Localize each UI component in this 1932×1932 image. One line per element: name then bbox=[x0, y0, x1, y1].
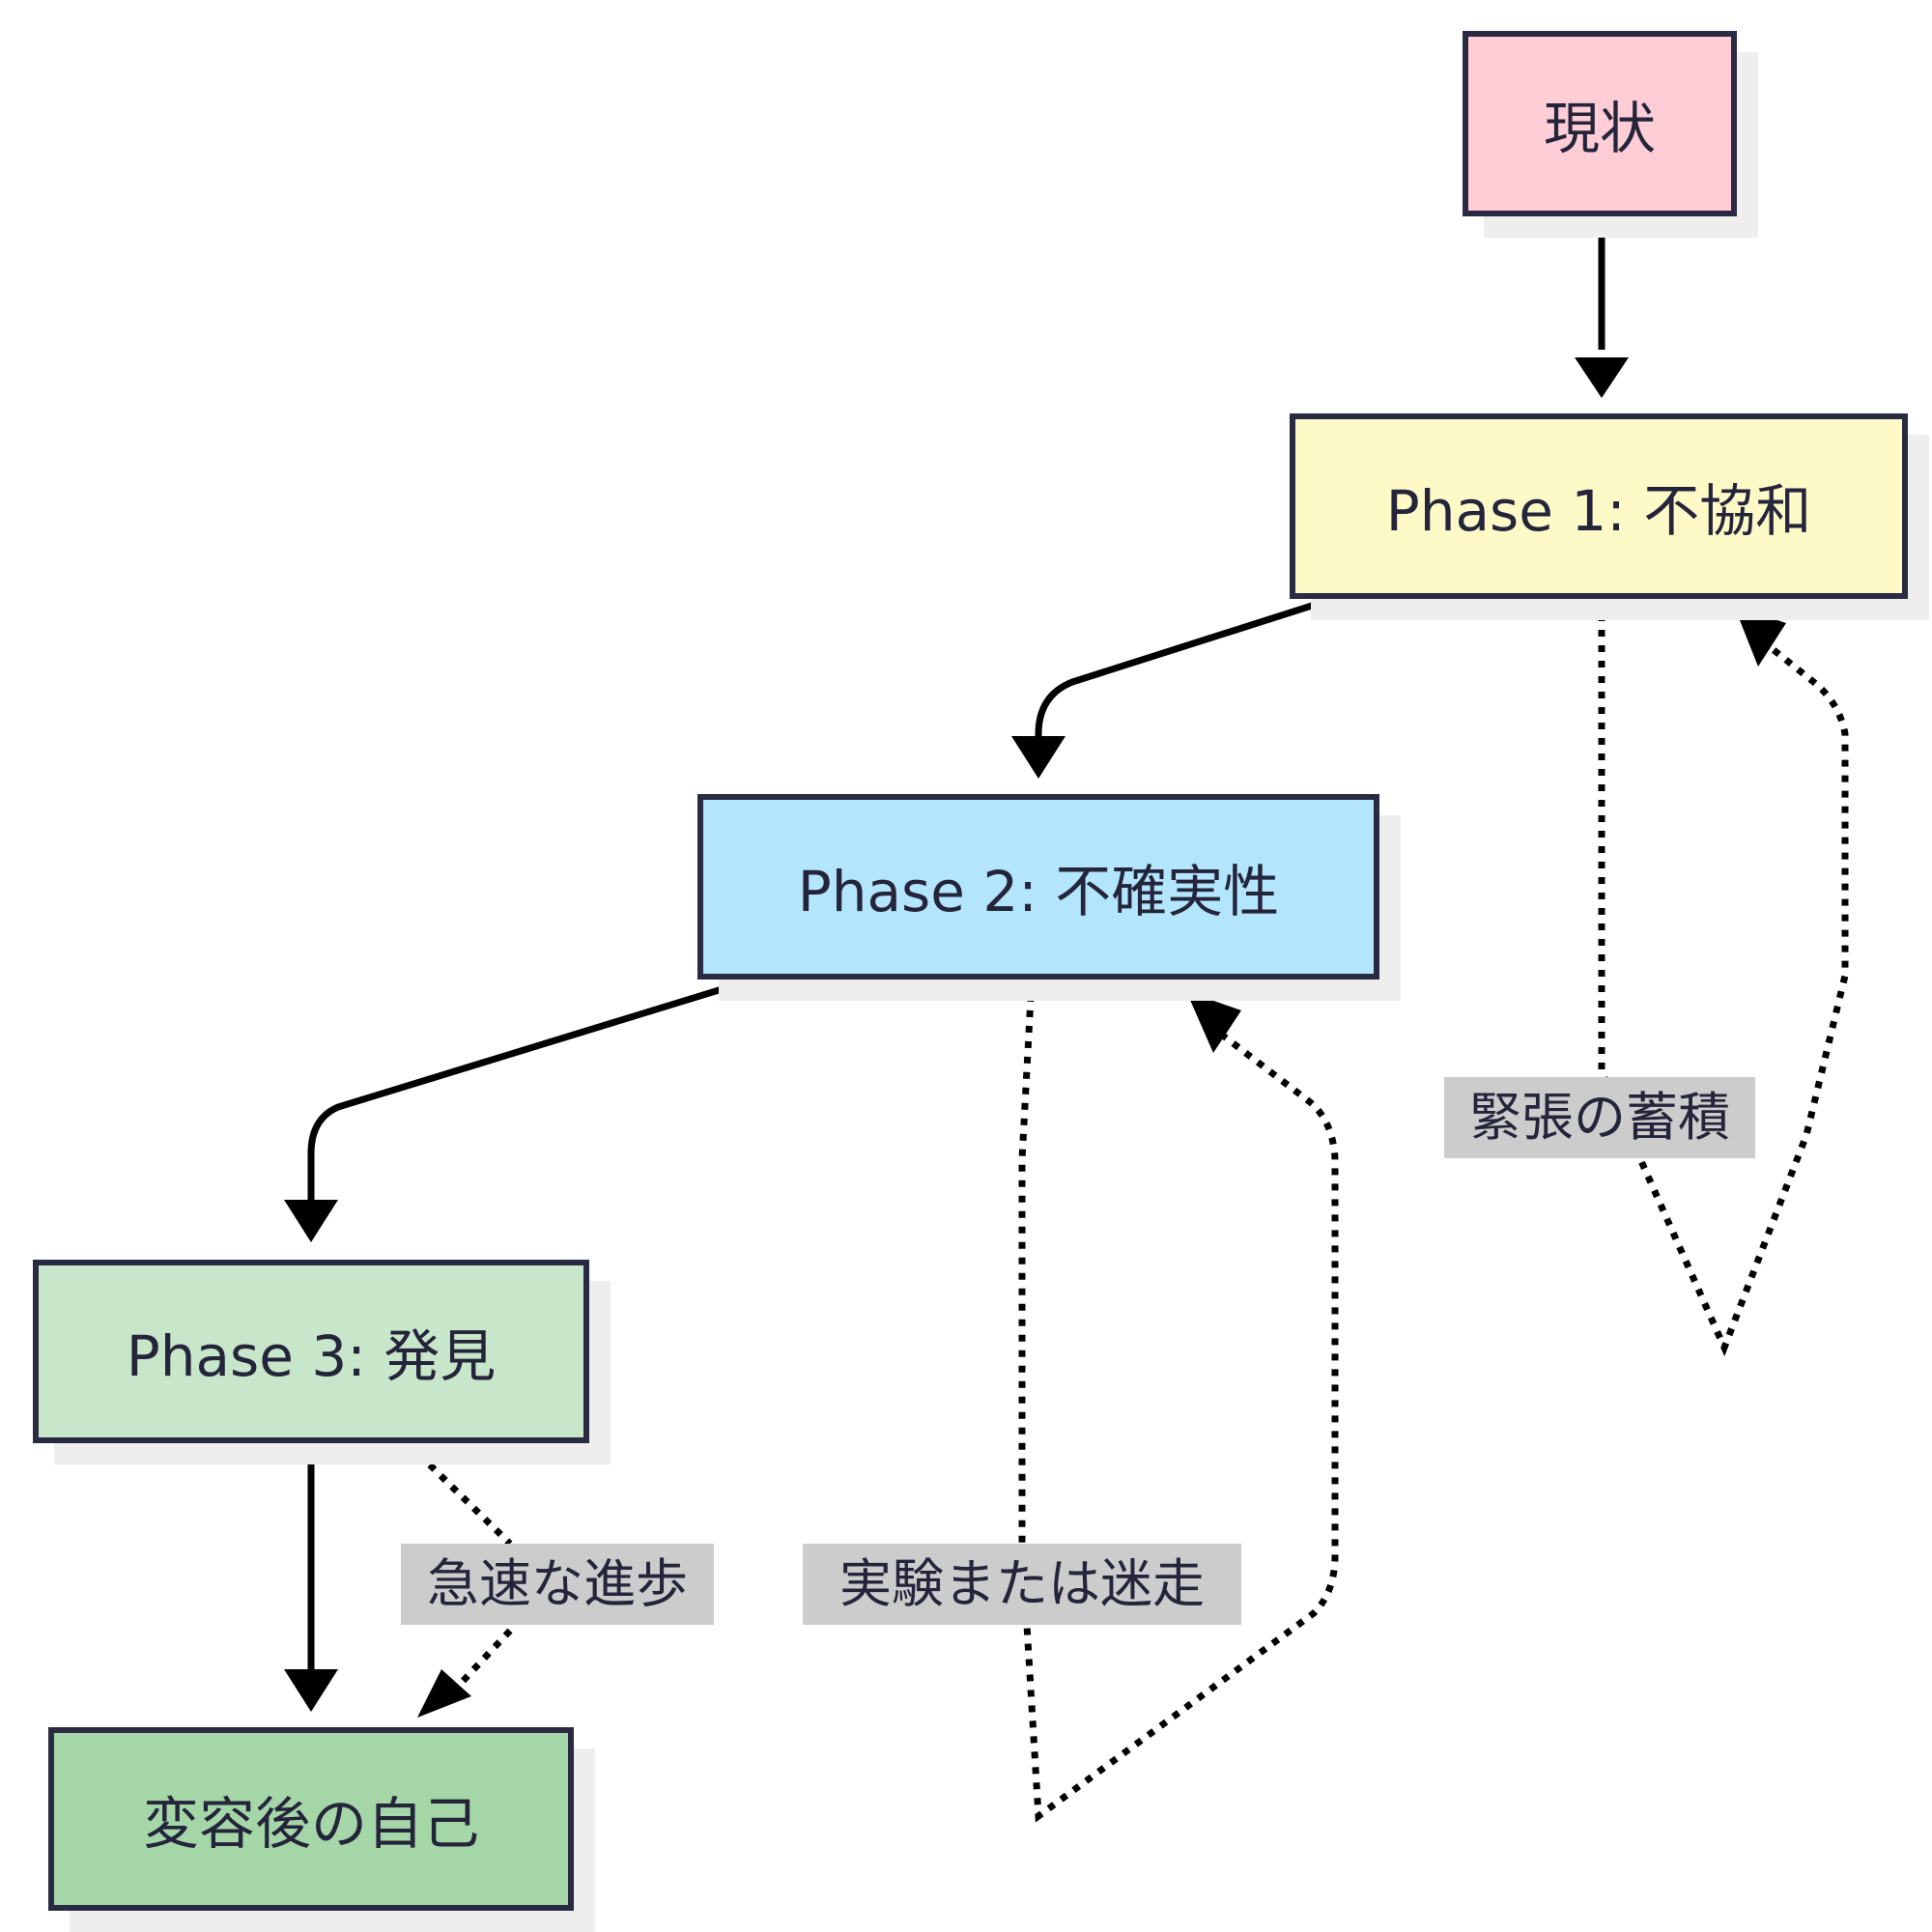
edge-phase2-experiment-loop bbox=[1018, 979, 1339, 1823]
edge-label-rapid-progress: 急速な進歩 bbox=[401, 1544, 714, 1625]
edge-phase3-rapid-progress bbox=[405, 1440, 513, 1693]
node-current-state[interactable]: 現状 bbox=[1463, 31, 1737, 216]
node-phase3-discovery[interactable]: Phase 3: 発見 bbox=[33, 1260, 589, 1443]
arrowhead-phase1-to-phase2 bbox=[1011, 736, 1065, 779]
node-phase2-label: Phase 2: 不確実性 bbox=[797, 859, 1280, 924]
arrowhead-phase1-tension bbox=[1734, 606, 1786, 667]
edge-phase1-to-phase2 bbox=[1035, 595, 1335, 736]
edge-label-tension: 緊張の蓄積 bbox=[1444, 1077, 1755, 1158]
node-phase1-label: Phase 1: 不協和 bbox=[1385, 478, 1812, 544]
node-phase2-uncertainty[interactable]: Phase 2: 不確実性 bbox=[697, 794, 1379, 980]
node-phase3-label: Phase 3: 発見 bbox=[126, 1323, 497, 1389]
node-transformed-label: 変容後の自己 bbox=[142, 1791, 479, 1857]
edge-phase1-tension-loop bbox=[1598, 599, 1849, 1357]
node-current-state-label: 現状 bbox=[1543, 96, 1656, 161]
arrowhead-phase2-to-phase3 bbox=[284, 1200, 338, 1242]
arrowhead-phase3-to-transformed bbox=[284, 1669, 338, 1712]
edge-phase2-to-phase3 bbox=[307, 976, 755, 1200]
arrowhead-current-to-phase1 bbox=[1575, 357, 1629, 398]
edge-label-experiment: 実験または迷走 bbox=[803, 1544, 1241, 1625]
arrowhead-phase2-experiment bbox=[1186, 991, 1241, 1053]
node-transformed-self[interactable]: 変容後の自己 bbox=[48, 1727, 574, 1911]
node-phase1-dissonance[interactable]: Phase 1: 不協和 bbox=[1290, 413, 1908, 599]
arrowhead-phase3-rapid bbox=[417, 1669, 471, 1718]
